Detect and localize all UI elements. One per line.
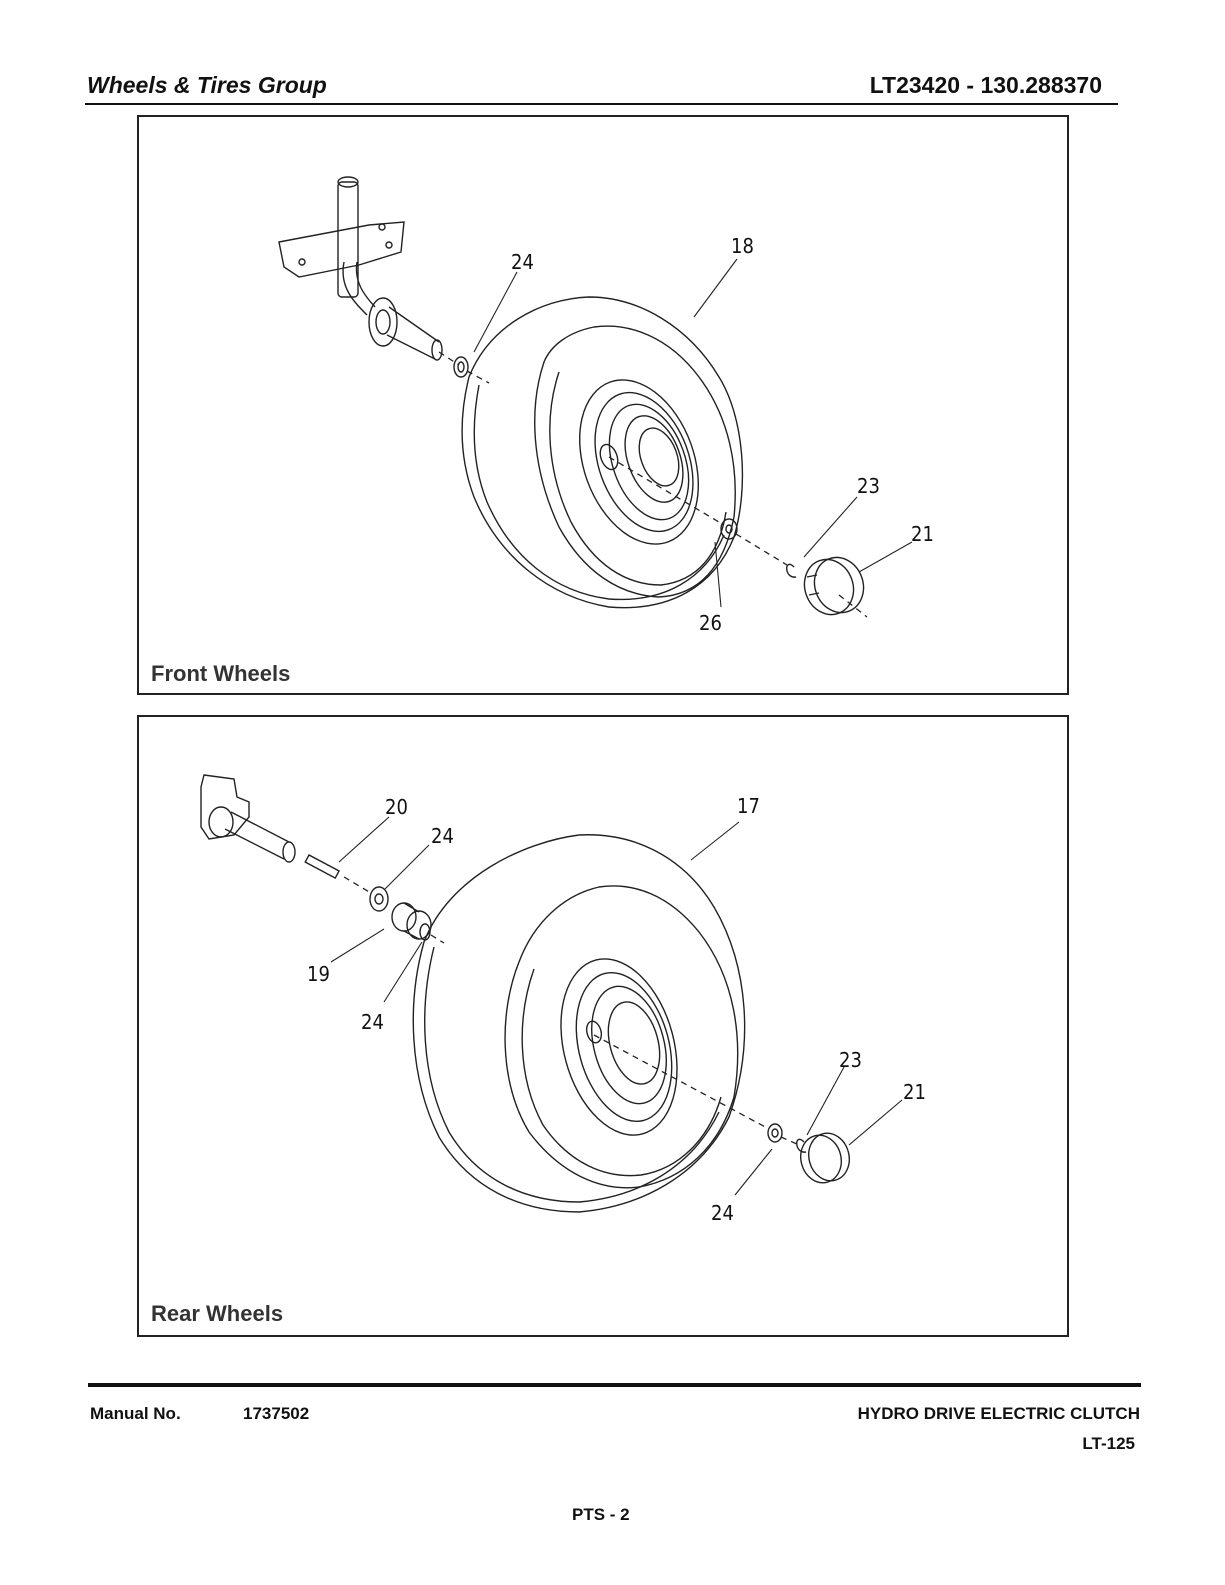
header-rule bbox=[85, 103, 1118, 105]
rear-tire-17 bbox=[413, 835, 744, 1212]
model-number: LT23420 - 130.288370 bbox=[870, 72, 1102, 99]
rear-axle-shaft bbox=[225, 812, 289, 859]
rear-hub bbox=[584, 1020, 603, 1045]
callout-19: 19 bbox=[307, 962, 330, 986]
manual-number: 1737502 bbox=[243, 1404, 309, 1424]
front-rim bbox=[558, 363, 720, 560]
front-spindle-pin bbox=[338, 182, 358, 297]
rear-rim bbox=[543, 946, 696, 1148]
rear-washer-24a bbox=[370, 887, 388, 911]
front-wheels-label: Front Wheels bbox=[151, 661, 290, 687]
callout-26: 26 bbox=[699, 611, 722, 635]
front-axle-flange bbox=[369, 298, 397, 346]
rear-wheel-diagram: 20 17 24 19 24 23 21 24 bbox=[139, 717, 1071, 1339]
rear-wheels-panel: 20 17 24 19 24 23 21 24 Rear Wheels bbox=[137, 715, 1069, 1337]
callout-18: 18 bbox=[731, 234, 754, 258]
callout-24-c: 24 bbox=[711, 1201, 734, 1225]
page-number: PTS - 2 bbox=[572, 1505, 630, 1525]
footer-rule bbox=[88, 1383, 1141, 1387]
callout-21: 21 bbox=[903, 1080, 926, 1104]
rear-hub-cap-21 bbox=[795, 1129, 854, 1188]
front-wheels-panel: 18 24 23 21 26 Front Wheels bbox=[137, 115, 1069, 695]
rear-wheels-label: Rear Wheels bbox=[151, 1301, 283, 1327]
front-retaining-ring-23 bbox=[787, 564, 796, 577]
callout-20: 20 bbox=[385, 795, 408, 819]
rear-washer-24c bbox=[768, 1124, 782, 1142]
rear-key-20 bbox=[305, 855, 339, 878]
callout-24: 24 bbox=[511, 250, 534, 274]
callout-23: 23 bbox=[857, 474, 880, 498]
front-wheel-diagram: 18 24 23 21 26 bbox=[139, 117, 1071, 697]
callout-23: 23 bbox=[839, 1048, 862, 1072]
rear-spacer-19 bbox=[392, 903, 416, 931]
callout-17: 17 bbox=[737, 794, 760, 818]
product-description: HYDRO DRIVE ELECTRIC CLUTCH bbox=[858, 1404, 1140, 1424]
callout-24-a: 24 bbox=[431, 824, 454, 848]
model-code: LT-125 bbox=[1082, 1434, 1135, 1454]
manual-label: Manual No. bbox=[90, 1404, 181, 1424]
group-title: Wheels & Tires Group bbox=[87, 72, 327, 99]
front-tire-18 bbox=[462, 297, 742, 608]
front-spindle-bracket bbox=[279, 222, 404, 277]
callout-21: 21 bbox=[911, 522, 934, 546]
front-washer-24 bbox=[454, 357, 468, 377]
callout-24-b: 24 bbox=[361, 1010, 384, 1034]
